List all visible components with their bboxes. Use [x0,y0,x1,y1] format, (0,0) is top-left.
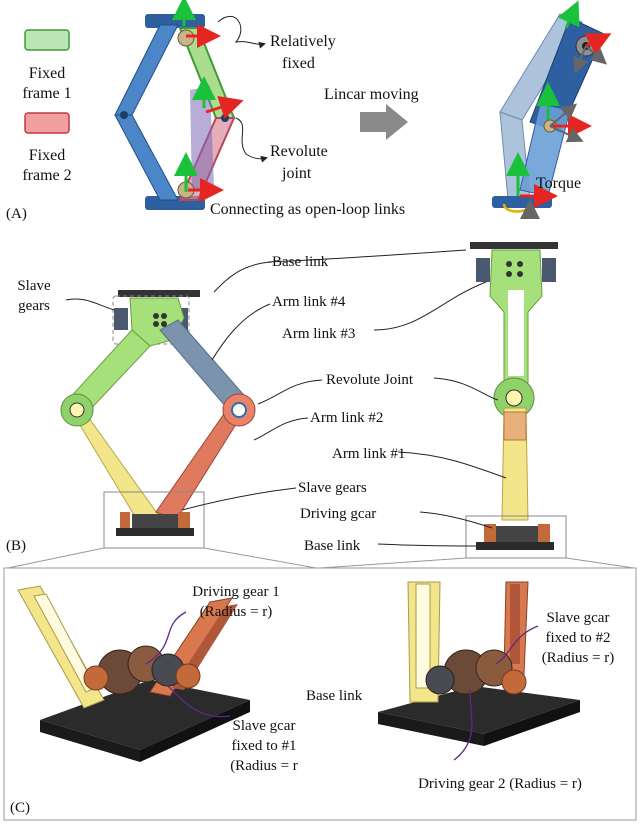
zoom-connector-right [565,557,635,569]
panel-a-tag: (A) [6,206,27,222]
label-revolute-joint-line2: joint [281,165,312,182]
label-torque: Torque [536,175,581,192]
label-revolute-joint-line1: Revolute [270,143,328,160]
panel-c: (C) [3,567,637,821]
label-driving-gear-b: Driving gcar [300,506,376,522]
label-connecting-open-loop: Connecting as open-loop links [210,201,405,218]
label-driving-gear-1-radius: (Radius = r) [200,604,273,620]
label-linear-moving: Lincar moving [324,86,419,103]
label-driving-gear-2: Driving gear 2 (Radius = r) [418,776,582,792]
zoom-connector-mid-b [319,557,467,569]
label-slave-gear-1-line2: fixed to #1 [232,738,297,754]
mechanism-a-left [114,0,244,210]
panel-b-tag: (B) [6,538,26,554]
label-slave-gears-top-line2: gears [18,298,50,314]
label-revolute-joint-b: Revolute Joint [326,372,414,388]
label-slave-gear-2-line3: (Radius = r) [542,650,615,666]
panel-b: (B) [6,242,567,559]
label-base-link-c: Base link [306,688,363,704]
label-arm-link-2: Arm link #2 [310,410,383,426]
closeup-right [378,581,580,746]
label-relatively-fixed-line1: Relatively [270,33,336,50]
label-base-link-top: Base link [272,254,329,270]
legend-label-frame1-line1: Fixed [29,65,65,82]
label-arm-link-4: Arm link #4 [272,294,346,310]
mechanism-b-left [60,290,256,549]
label-slave-gears-b: Slave gears [298,480,367,496]
label-slave-gear-2-line1: Slave gcar [547,610,610,626]
zoom-connector-left [7,547,105,569]
label-slave-gear-2-line2: fixed to #2 [546,630,611,646]
closeup-left [17,585,250,762]
label-relatively-fixed-line2: fixed [282,55,315,72]
linear-moving-arrow [360,104,408,140]
mechanism-b-right [465,242,567,559]
label-driving-gear-1: Driving gear 1 [192,584,279,600]
label-arm-link-3: Arm link #3 [282,326,355,342]
label-slave-gears-top-line1: Slave [17,278,51,294]
label-slave-gear-1-line1: Slave gcar [233,718,296,734]
legend-swatch-frame2 [24,112,70,134]
legend-swatch-frame1 [24,29,70,51]
zoom-connector-mid-a [203,547,317,569]
label-arm-link-1: Arm link #1 [332,446,405,462]
panel-c-tag: (C) [10,800,30,816]
legend-label-frame2-line2: frame 2 [22,167,71,184]
legend-label-frame2-line1: Fixed [29,147,65,164]
panel-a: (A) Fixed frame 1 Fixed frame 2 [6,0,612,222]
mechanism-a-right [492,0,612,220]
label-slave-gear-1-line3: (Radius = r [230,758,298,774]
legend-label-frame1-line2: frame 1 [22,85,71,102]
label-base-link-b: Base link [304,538,361,554]
